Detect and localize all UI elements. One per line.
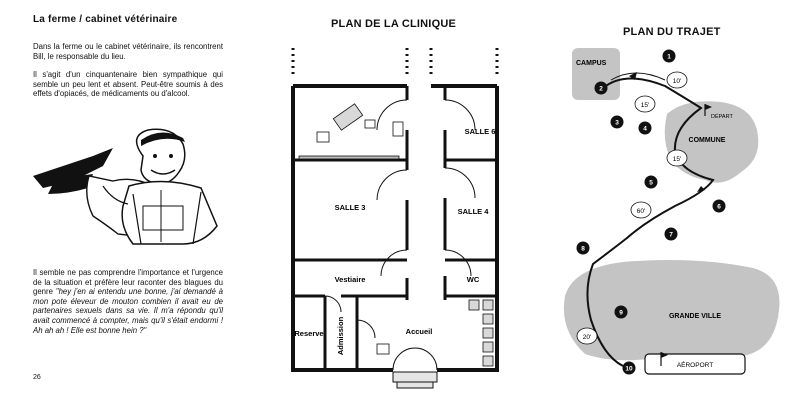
route-title: PLAN DU TRAJET — [623, 26, 721, 38]
svg-text:10': 10' — [673, 78, 681, 85]
label-depart: DÉPART — [711, 113, 733, 120]
flag-icon — [660, 352, 668, 366]
waypoint: 3 — [610, 115, 624, 129]
room-admission: Admission — [336, 316, 345, 355]
zone-campus — [572, 48, 620, 100]
waypoint: 6 — [712, 199, 726, 213]
route-line — [586, 77, 715, 367]
route-map: PLAN DU TRAJET CAMPUS COMMUNE GRANDE VIL… — [545, 0, 800, 415]
svg-text:3: 3 — [615, 120, 619, 127]
zone-commune — [664, 101, 759, 183]
label-aeroport: AÉROPORT — [677, 360, 713, 369]
section-heading: La ferme / cabinet vétérinaire — [33, 14, 178, 25]
svg-text:20': 20' — [583, 334, 591, 341]
svg-text:15': 15' — [673, 156, 681, 163]
duration-bubble: 60' — [630, 201, 652, 219]
clinic-plan: PLAN DE LA CLINIQUE — [265, 0, 535, 415]
svg-text:6: 6 — [717, 204, 721, 211]
svg-text:60': 60' — [637, 208, 645, 215]
waypoint: 4 — [638, 121, 652, 135]
svg-text:2: 2 — [599, 86, 603, 93]
joke-quote: "hey j'en ai entendu une bonne, j'ai dem… — [33, 287, 224, 335]
page-number: 26 — [33, 374, 41, 381]
svg-text:4: 4 — [643, 126, 647, 133]
paragraph-1: Dans la ferme ou le cabinet vétérinaire,… — [33, 42, 223, 61]
waypoint: 10 — [622, 361, 636, 375]
room-salle-6: SALLE 6 — [465, 127, 496, 136]
svg-text:15': 15' — [641, 102, 649, 109]
paragraph-3: Il semble ne pas comprendre l'importance… — [33, 268, 223, 335]
waypoint: 2 — [594, 81, 608, 95]
duration-bubble: 15' — [634, 95, 656, 113]
label-campus: CAMPUS — [576, 60, 607, 67]
label-commune: COMMUNE — [689, 137, 726, 144]
left-column: La ferme / cabinet vétérinaire Dans la f… — [0, 0, 250, 415]
room-salle-3: SALLE 3 — [335, 203, 366, 212]
duration-bubble: 20' — [576, 327, 598, 345]
waypoint: 7 — [664, 227, 678, 241]
duration-bubble: 15' — [666, 149, 688, 167]
waypoint: 8 — [576, 241, 590, 255]
airport-box — [644, 353, 746, 375]
room-accueil: Accueil — [406, 327, 433, 336]
svg-text:7: 7 — [669, 232, 673, 239]
zone-grande-ville — [563, 260, 780, 361]
label-grande-ville: GRANDE VILLE — [669, 313, 721, 320]
svg-text:10: 10 — [625, 366, 633, 373]
waypoint: 5 — [644, 175, 658, 189]
paragraph-3-text: Il semble ne pas comprendre l'importance… — [33, 268, 223, 297]
flag-icon — [704, 104, 712, 116]
svg-text:1: 1 — [667, 54, 671, 61]
waypoint: 1 — [662, 49, 676, 63]
clinic-title: PLAN DE LA CLINIQUE — [331, 18, 457, 30]
svg-text:8: 8 — [581, 246, 585, 253]
farmer-portrait-icon — [33, 128, 218, 245]
clinic-floorplan: SALLE 6 SALLE 3 SALLE 4 Vestiaire WC Res… — [291, 48, 499, 389]
svg-text:5: 5 — [649, 180, 653, 187]
room-reserve: Reserve — [294, 329, 323, 338]
svg-text:9: 9 — [619, 310, 623, 317]
waypoint: 9 — [614, 305, 628, 319]
route-svg: CAMPUS COMMUNE GRANDE VILLE AÉROPORT DÉP… — [563, 48, 780, 375]
room-salle-4: SALLE 4 — [458, 207, 490, 216]
paragraph-2: Il s'agit d'un cinquantenaire bien sympa… — [33, 70, 223, 99]
room-wc: WC — [467, 275, 480, 284]
duration-bubble: 10' — [666, 71, 688, 89]
room-vestiaire: Vestiaire — [335, 275, 366, 284]
